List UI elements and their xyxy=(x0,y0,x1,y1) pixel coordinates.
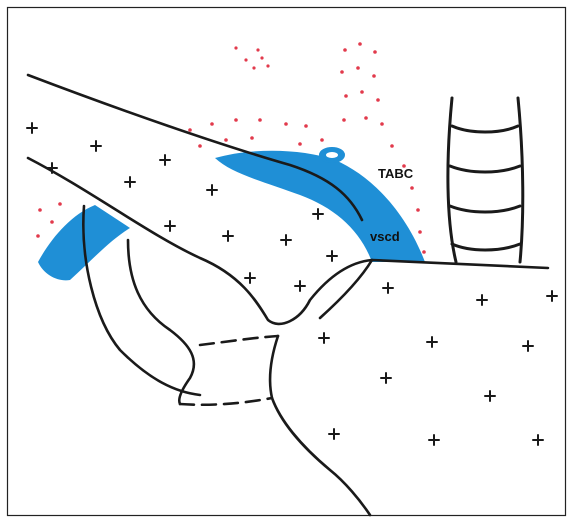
cross-marker xyxy=(47,163,57,173)
cross-marker xyxy=(329,429,339,439)
cross-marker xyxy=(523,341,533,351)
cross-marker xyxy=(207,185,217,195)
cross-marker xyxy=(125,177,135,187)
small-ring-vessel-lumen xyxy=(326,152,338,158)
small-branch-left xyxy=(240,52,252,82)
fissure-dashed-lower xyxy=(180,398,272,405)
cross-marker xyxy=(319,333,329,343)
figure-border xyxy=(8,8,566,516)
cross-marker xyxy=(547,291,557,301)
cross-marker xyxy=(91,141,101,151)
cross-marker xyxy=(160,155,170,165)
cross-marker xyxy=(381,373,391,383)
trachea-ring-3 xyxy=(450,206,520,212)
cross-marker xyxy=(165,221,175,231)
tissue-outlines xyxy=(28,75,548,515)
right-arterial-curve xyxy=(528,170,560,268)
cross-marker xyxy=(281,235,291,245)
cross-marker xyxy=(245,273,255,283)
trachea-right-wall xyxy=(518,98,523,262)
cross-marker xyxy=(383,283,393,293)
trachea-ring-2 xyxy=(450,166,520,172)
label-vscd: vscd xyxy=(370,229,400,244)
lower-lobe-inner-contour xyxy=(128,240,194,404)
cross-marker xyxy=(313,209,323,219)
cross-marker xyxy=(427,337,437,347)
left-arterial-segment xyxy=(30,188,75,198)
cross-marker xyxy=(223,231,233,241)
middle-contour xyxy=(270,336,370,515)
trachea xyxy=(448,98,523,262)
fissure-dashed xyxy=(200,336,278,345)
label-tabc: TABC xyxy=(378,166,414,181)
cross-marker xyxy=(477,295,487,305)
trachea-left-wall xyxy=(448,98,456,262)
cross-marker xyxy=(327,251,337,261)
cross-marker xyxy=(429,435,439,445)
trachea-ring-4 xyxy=(452,244,520,250)
cross-marker xyxy=(27,123,37,133)
cross-marker xyxy=(295,281,305,291)
cross-marker xyxy=(485,391,495,401)
cross-marker xyxy=(533,435,543,445)
trachea-ring-1 xyxy=(452,126,518,132)
